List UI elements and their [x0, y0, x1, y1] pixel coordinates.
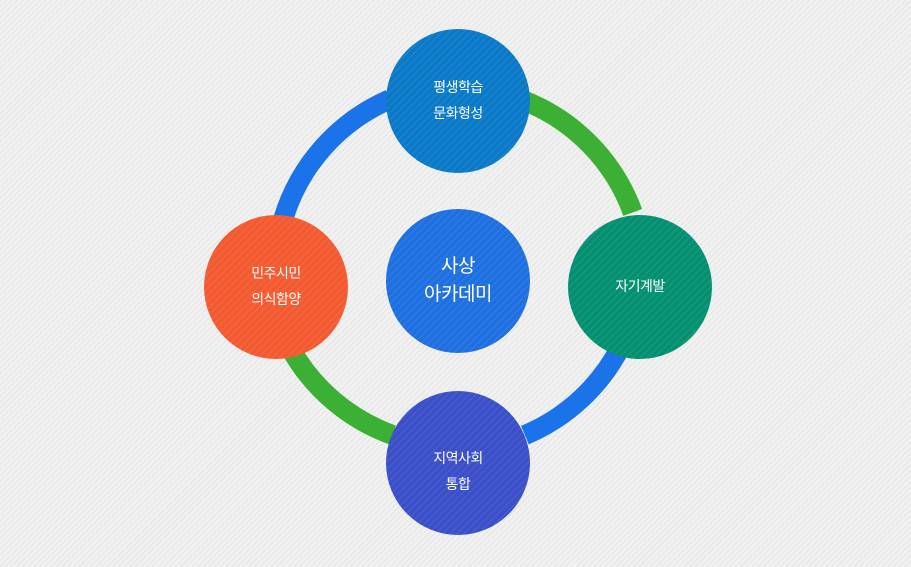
node-bottom-line2: 통합 — [445, 477, 471, 493]
node-center-line2: 아카데미 — [424, 283, 492, 305]
node-right — [568, 215, 712, 359]
node-bottom — [386, 391, 530, 535]
ring-arc-bottom-left — [281, 343, 396, 445]
node-center-line1: 사상 — [441, 255, 475, 277]
node-bottom-line1: 지역사회 — [433, 451, 483, 467]
node-top-line1: 평생학습 — [433, 80, 483, 96]
node-left-line1: 민주시민 — [251, 266, 301, 282]
node-top — [386, 29, 530, 173]
ring-arc-top-right — [520, 91, 643, 216]
node-bottom-label: 지역사회 통합 — [433, 446, 483, 498]
node-center — [386, 209, 530, 353]
node-top-line2: 문화형성 — [433, 106, 483, 122]
node-center-label: 사상 아카데미 — [424, 252, 492, 308]
ring-arc-left-top — [273, 90, 394, 222]
node-top-label: 평생학습 문화형성 — [433, 75, 483, 127]
node-right-line1: 자기계발 — [615, 279, 665, 295]
ring-arc-right-bottom — [520, 341, 630, 445]
node-left-line2: 의식함양 — [251, 292, 301, 308]
node-left-label: 민주시민 의식함양 — [251, 261, 301, 313]
node-right-label: 자기계발 — [615, 274, 665, 300]
node-left — [204, 215, 348, 359]
